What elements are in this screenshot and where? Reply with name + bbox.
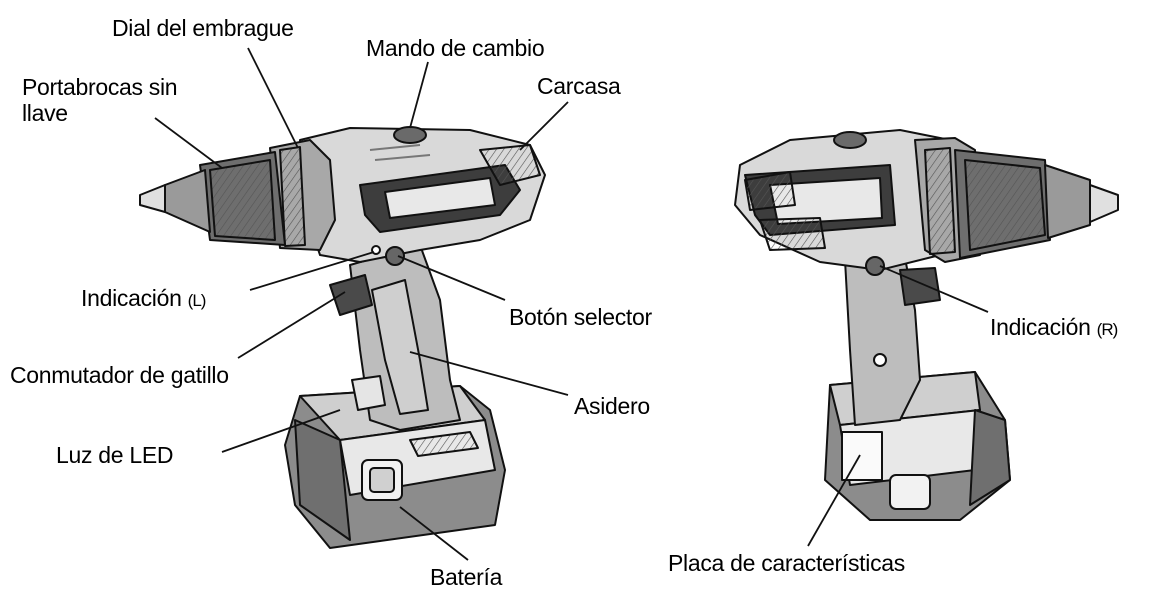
indicacion-r-text: Indicación bbox=[990, 314, 1091, 340]
left-handle bbox=[329, 244, 461, 431]
label-dial-embrague: Dial del embrague bbox=[112, 15, 294, 41]
left-battery bbox=[284, 385, 506, 549]
leader-lines bbox=[154, 47, 989, 561]
indicacion-r-mark: (R) bbox=[1096, 320, 1119, 339]
leader-indicacion-r bbox=[879, 265, 989, 313]
leader-dial-embrague bbox=[247, 47, 299, 149]
leader-boton-selector bbox=[397, 255, 506, 301]
label-luz-led: Luz de LED bbox=[56, 442, 174, 468]
leader-bateria bbox=[399, 506, 469, 561]
leader-conmutador bbox=[237, 291, 346, 359]
right-handle bbox=[844, 257, 941, 426]
leader-luz-led bbox=[221, 409, 341, 453]
label-portabrocas: Portabrocas sin llave bbox=[22, 74, 178, 126]
label-boton-selector: Botón selector bbox=[509, 304, 652, 330]
label-indicacion-l: Indicación (L) bbox=[81, 285, 207, 314]
leader-carcasa bbox=[519, 101, 569, 151]
label-placa: Placa de características bbox=[668, 550, 905, 576]
leader-indicacion-l bbox=[249, 251, 375, 291]
left-body bbox=[299, 126, 546, 266]
right-chuck bbox=[954, 149, 1119, 259]
label-bateria: Batería bbox=[430, 564, 503, 590]
leader-mando-cambio bbox=[409, 61, 429, 129]
right-body bbox=[734, 129, 971, 276]
left-clutch-dial bbox=[269, 139, 336, 251]
left-chuck bbox=[139, 151, 286, 246]
label-mando-cambio: Mando de cambio bbox=[366, 35, 545, 61]
label-asidero: Asidero bbox=[574, 393, 650, 419]
left-drill bbox=[139, 126, 546, 549]
indicacion-l-text: Indicación bbox=[81, 285, 182, 311]
label-carcasa: Carcasa bbox=[537, 73, 621, 99]
leader-placa bbox=[807, 454, 861, 547]
label-indicacion-r: Indicación (R) bbox=[990, 314, 1119, 343]
right-drill bbox=[734, 129, 1119, 521]
leader-portabrocas bbox=[154, 117, 223, 169]
label-conmutador: Conmutador de gatillo bbox=[10, 362, 229, 388]
leader-asidero bbox=[409, 351, 569, 396]
indicacion-l-mark: (L) bbox=[187, 291, 207, 310]
